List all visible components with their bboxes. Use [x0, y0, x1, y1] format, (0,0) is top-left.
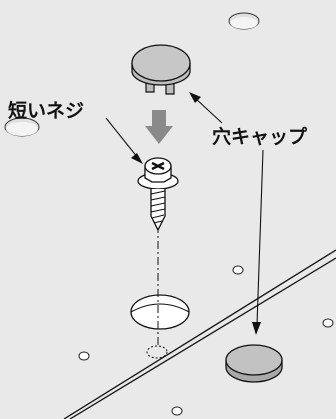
screw-hole	[130, 294, 190, 330]
small-hole-2	[78, 351, 90, 361]
background-hole-top	[228, 12, 260, 30]
screw-icon	[137, 157, 179, 232]
installed-hole-cap	[225, 344, 283, 383]
small-hole-1	[232, 265, 244, 275]
leader-cap-bottom	[252, 149, 264, 335]
leader-cap-top	[189, 92, 223, 124]
background-hole-left	[4, 117, 40, 137]
leader-screw	[105, 117, 143, 164]
screw-target-dashed	[146, 345, 168, 359]
panel-edge	[63, 249, 336, 419]
short-screw-label: 短いネジ	[8, 100, 85, 122]
small-hole-3	[322, 318, 334, 328]
hole-cap-label: 穴キャップ	[212, 126, 308, 148]
hole-cap-icon	[131, 44, 191, 95]
gray-down-arrow-icon	[145, 110, 173, 144]
small-hole-4	[171, 406, 183, 416]
